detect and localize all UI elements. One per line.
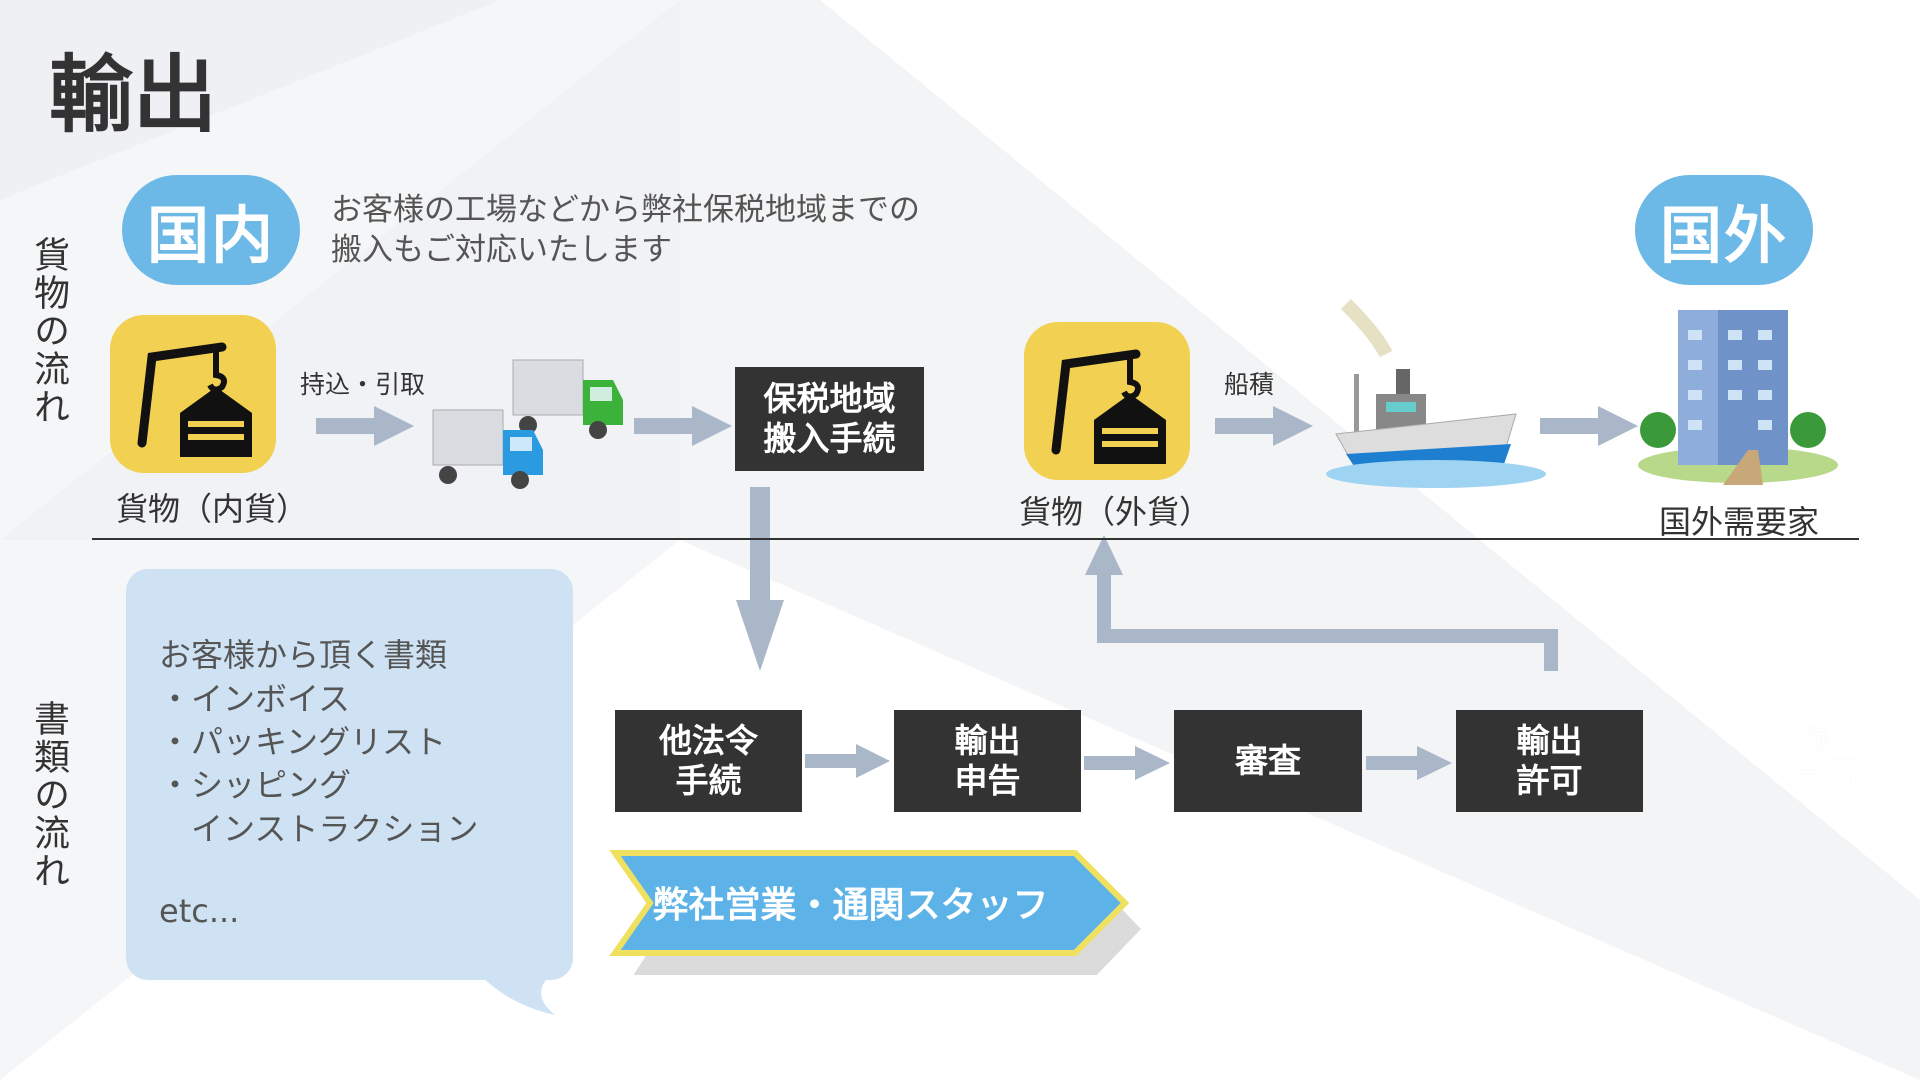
faint-import-permit: 輸入 許可 — [1800, 720, 1860, 791]
arrow-right-icon — [1215, 406, 1313, 446]
cargo-flow-label: 貨物の流れ — [28, 236, 69, 426]
overseas-customer-label: 国外需要家 — [1659, 503, 1820, 541]
step-examination: 審査 — [1174, 710, 1362, 812]
documents-bubble — [126, 569, 573, 980]
foreign-cargo-label: 貨物（外貨） — [1019, 493, 1212, 531]
overseas-badge: 国外 — [1635, 175, 1813, 285]
step-export-permit: 輸出 許可 — [1456, 710, 1643, 812]
ship-icon — [1326, 299, 1546, 488]
documents-intro: お客様から頂く書類 — [159, 636, 448, 674]
document-item: ・インボイス — [159, 680, 351, 718]
document-item: インストラクション — [159, 810, 479, 848]
arrow-right-icon — [1084, 746, 1170, 780]
arrow-right-icon — [316, 406, 414, 446]
description-line: お客様の工場などから弊社保税地域までの — [331, 192, 920, 228]
arrow-right-icon — [1366, 746, 1452, 780]
description-line: 搬入もご対応いたします — [331, 232, 672, 268]
crane-cargo-icon — [1024, 322, 1190, 480]
staff-banner: 弊社営業・通関スタッフ — [652, 885, 1049, 926]
description: お客様の工場などから弊社保税地域までの 搬入もご対応いたします — [331, 190, 920, 270]
document-flow-label: 書類の流れ — [28, 700, 69, 890]
trucks-icon — [432, 359, 623, 489]
step-other-laws: 他法令 手続 — [615, 710, 802, 812]
step-export-declaration: 輸出 申告 — [894, 710, 1081, 812]
staff-banner-shape — [609, 850, 1141, 975]
return-arrow-icon — [1085, 535, 1558, 671]
arrow-down-icon — [736, 487, 784, 671]
arrow-right-icon — [805, 744, 890, 778]
domestic-cargo-label: 貨物（内貨） — [116, 490, 309, 528]
loading-label: 船積 — [1224, 370, 1275, 399]
bonded-area-procedure-box: 保税地域 搬入手続 — [735, 367, 924, 471]
arrow-right-icon — [1540, 406, 1638, 446]
carry-label: 持込・引取 — [300, 370, 426, 399]
documents-etc: etc... — [159, 892, 240, 930]
domestic-badge: 国内 — [122, 175, 300, 285]
crane-cargo-icon — [110, 315, 276, 473]
document-item: ・シッピング — [159, 766, 352, 804]
arrow-right-icon — [634, 406, 732, 446]
divider — [92, 538, 1859, 540]
bubble-tail — [480, 975, 555, 1015]
page-title: 輸出 — [49, 46, 218, 144]
building-icon — [1638, 310, 1838, 485]
document-item: ・パッキングリスト — [159, 723, 447, 761]
